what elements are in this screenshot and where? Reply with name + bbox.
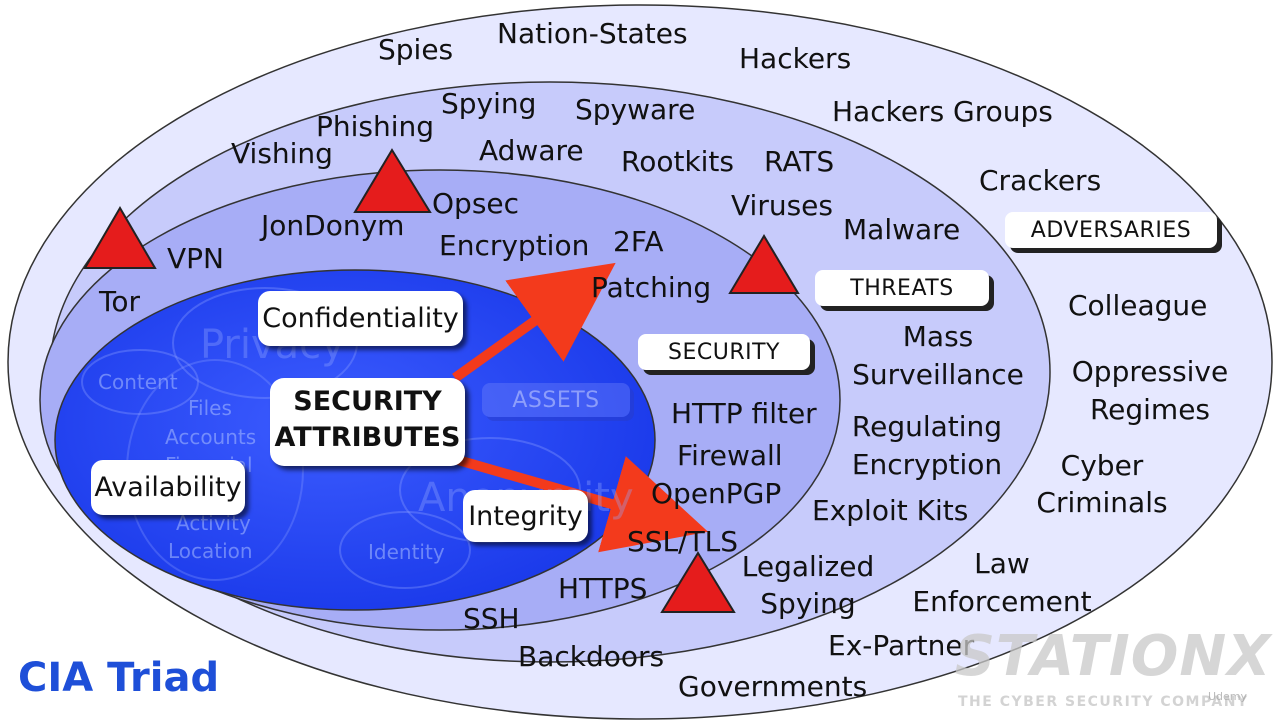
adversary-colleague: Colleague: [1068, 289, 1208, 322]
threat-encryption: Encryption: [851, 448, 1003, 481]
threat-malware: Malware: [843, 213, 961, 246]
threat-phishing: Phishing: [316, 110, 435, 143]
security-opsec: Opsec: [432, 187, 520, 220]
threat-spying: Spying: [441, 87, 537, 120]
security-openpgp: OpenPGP: [651, 477, 782, 510]
adversary-governments: Governments: [678, 670, 868, 703]
triangle-opsec: [353, 148, 432, 213]
adversary-criminals: Criminals: [1036, 486, 1168, 519]
adversary-spies: Spies: [378, 33, 454, 66]
core-line2: ATTRIBUTES: [274, 422, 461, 453]
security-http-filter: HTTP filter: [671, 397, 817, 430]
security-encryption: Encryption: [439, 229, 590, 262]
layer-label-adversaries: ADVERSARIES: [1005, 212, 1217, 248]
security-https: HTTPS: [558, 572, 648, 605]
arrow-to-patching: [452, 262, 616, 383]
threat-spyware: Spyware: [575, 93, 696, 126]
layer-label-assets: ASSETS: [482, 383, 630, 417]
security-ssh: SSH: [463, 602, 520, 635]
threat-viruses: Viruses: [731, 189, 833, 222]
arrow-to-ssl: [456, 455, 709, 553]
triangle-https: [660, 551, 736, 613]
triangle-tor: [83, 206, 157, 269]
adversary-hackers: Hackers: [739, 42, 852, 75]
adversary-nation-states: Nation-States: [497, 17, 688, 50]
attribute-availability: Availability: [91, 460, 245, 515]
identity-bubble: [339, 511, 471, 589]
threat-adware: Adware: [479, 134, 584, 167]
security-attributes-core: SECURITY ATTRIBUTES: [270, 378, 465, 466]
asset-location: Location: [168, 539, 253, 563]
adversary-ex-partner: Ex-Partner: [828, 629, 975, 662]
adversary-hackers-groups: Hackers Groups: [832, 95, 1053, 128]
security-firewall: Firewall: [677, 439, 783, 472]
security-tor: Tor: [99, 285, 140, 318]
threat-legalized: Legalized: [741, 550, 875, 583]
threat-legalized-spying: Spying: [760, 587, 856, 620]
layer-label-security: SECURITY: [638, 334, 810, 370]
logo-sub-text: THE CYBER SECURITY COMPANY: [958, 694, 1249, 710]
adversary-enforcement: Enforcement: [912, 585, 1092, 618]
adversary-regimes: Regimes: [1089, 393, 1211, 426]
triangle-patching: [728, 234, 800, 294]
threat-regulating: Regulating: [851, 410, 1003, 443]
content-bubble: [81, 349, 199, 415]
adversary-law: Law: [974, 547, 1030, 580]
asset-activity: Activity: [176, 511, 251, 535]
adversary-oppressive: Oppressive: [1071, 355, 1229, 388]
attribute-integrity: Integrity: [463, 490, 588, 542]
threat-backdoors: Backdoors: [518, 640, 665, 673]
security-jondonym: JonDonym: [261, 209, 405, 242]
threat-exploit-kits: Exploit Kits: [812, 494, 969, 527]
threat-rats: RATS: [764, 145, 835, 178]
asset-files: Files: [188, 396, 232, 420]
logo-main-text: STATIONX: [954, 624, 1272, 689]
threat-rootkits: Rootkits: [621, 145, 734, 178]
layer-label-threats: THREATS: [815, 270, 989, 306]
asset-accounts: Accounts: [165, 425, 257, 449]
asset-identity: Identity: [368, 540, 445, 564]
asset-content: Content: [98, 370, 178, 394]
core-line1: SECURITY: [293, 386, 442, 417]
attribute-confidentiality: Confidentiality: [258, 291, 463, 346]
threat-mass: Mass: [902, 320, 974, 353]
slide-title: CIA Triad: [18, 655, 220, 701]
adversary-crackers: Crackers: [979, 164, 1102, 197]
threat-surveillance: Surveillance: [852, 358, 1024, 391]
security-2fa: 2FA: [613, 225, 664, 258]
security-patching: Patching: [591, 271, 712, 304]
udemy-watermark: Udemy: [1208, 690, 1248, 703]
threat-vishing: Vishing: [231, 137, 333, 170]
stationx-logo: STATIONX THE CYBER SECURITY COMPANY Udem…: [948, 624, 1278, 720]
adversary-cyber: Cyber: [1060, 449, 1144, 482]
security-vpn: VPN: [167, 242, 224, 275]
security-ssl-tls: SSL/TLS: [627, 525, 739, 558]
